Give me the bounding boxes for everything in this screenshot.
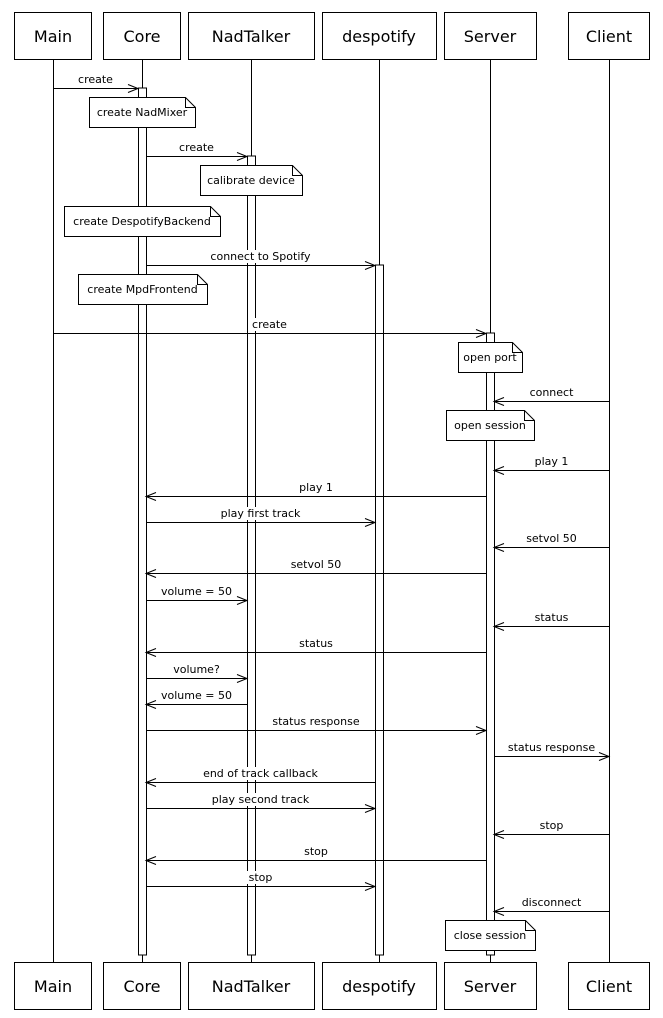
note-shape-1 — [200, 165, 303, 196]
message-arrowhead-11 — [492, 622, 505, 631]
message-arrowhead-15 — [475, 726, 488, 735]
participant-top-server: Server — [443, 12, 537, 60]
participant-bottom-nadtalker: NadTalker — [187, 962, 315, 1010]
message-arrowhead-21 — [364, 882, 377, 891]
message-arrowhead-8 — [492, 543, 505, 552]
participant-bottom-main: Main — [14, 962, 92, 1010]
participant-top-despotify: despotify — [321, 12, 437, 60]
message-arrowhead-2 — [364, 261, 377, 270]
message-arrowhead-0 — [127, 84, 140, 93]
message-arrowhead-9 — [144, 569, 157, 578]
participant-bottom-client: Client — [568, 962, 650, 1010]
message-arrowhead-18 — [364, 804, 377, 813]
message-arrowhead-22 — [492, 907, 505, 916]
activation-server — [486, 332, 495, 956]
message-arrowhead-1 — [236, 152, 249, 161]
participant-bottom-despotify: despotify — [321, 962, 437, 1010]
note-shape-3 — [78, 274, 208, 305]
note-shape-6 — [445, 920, 536, 951]
message-arrowhead-7 — [364, 518, 377, 527]
message-arrowhead-16 — [598, 752, 611, 761]
activation-nadtalker — [247, 155, 256, 956]
message-arrowhead-13 — [236, 674, 249, 683]
message-arrowhead-20 — [144, 856, 157, 865]
note-shape-0 — [89, 97, 196, 128]
message-arrowhead-14 — [144, 700, 157, 709]
participant-top-main: Main — [14, 12, 92, 60]
note-shape-5 — [446, 410, 535, 441]
message-arrowhead-17 — [144, 778, 157, 787]
message-arrowhead-10 — [236, 596, 249, 605]
participant-bottom-server: Server — [443, 962, 537, 1010]
message-arrowhead-19 — [492, 830, 505, 839]
message-arrowhead-3 — [475, 329, 488, 338]
note-shape-4 — [458, 342, 523, 373]
activation-core — [138, 87, 147, 956]
activation-despotify — [375, 264, 384, 956]
participant-top-client: Client — [568, 12, 650, 60]
participant-top-nadtalker: NadTalker — [187, 12, 315, 60]
participant-top-core: Core — [103, 12, 181, 60]
message-arrowhead-5 — [492, 466, 505, 475]
message-arrowhead-4 — [492, 397, 505, 406]
message-arrowhead-6 — [144, 492, 157, 501]
message-arrowhead-12 — [144, 648, 157, 657]
participant-bottom-core: Core — [103, 962, 181, 1010]
note-shape-2 — [64, 206, 221, 237]
